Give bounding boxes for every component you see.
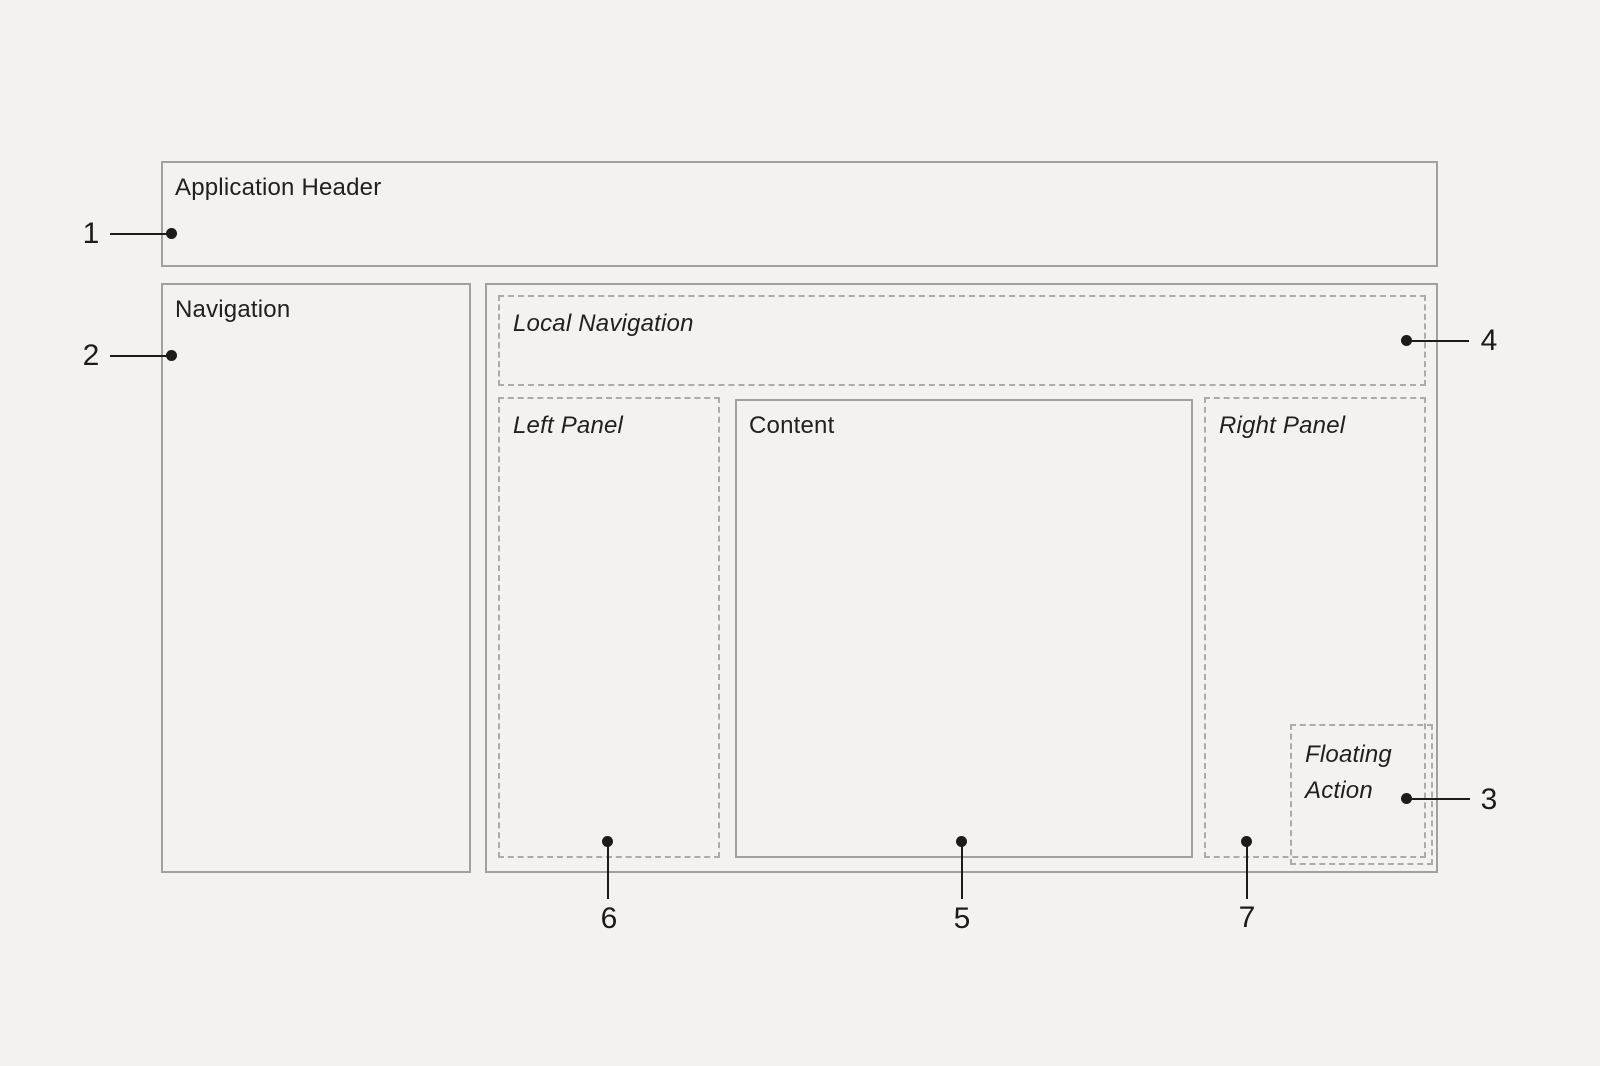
callout-5-line: [961, 842, 963, 899]
callout-2-number: 2: [82, 339, 100, 372]
callout-5-number: 5: [953, 902, 971, 935]
floating-action-label: Floating Action: [1305, 741, 1392, 804]
application-header-label: Application Header: [175, 174, 382, 201]
callout-1-line: [110, 233, 173, 235]
callout-6-dot: [602, 836, 613, 847]
callout-7-line: [1246, 842, 1248, 899]
navigation-label: Navigation: [175, 296, 291, 323]
region-content: Content: [735, 399, 1193, 858]
callout-6-line: [607, 842, 609, 899]
callout-1-number: 1: [82, 217, 100, 250]
region-local-navigation: Local Navigation: [498, 295, 1426, 386]
callout-3-line: [1407, 798, 1470, 800]
callout-2-line: [110, 355, 173, 357]
callout-4-line: [1407, 340, 1469, 342]
callout-4-dot: [1401, 335, 1412, 346]
region-floating-action: Floating Action: [1290, 724, 1433, 865]
callout-7-dot: [1241, 836, 1252, 847]
left-panel-label: Left Panel: [513, 412, 624, 439]
callout-7-number: 7: [1238, 901, 1256, 934]
local-navigation-label: Local Navigation: [513, 310, 694, 337]
callout-1-dot: [166, 228, 177, 239]
region-application-header: Application Header: [161, 161, 1438, 267]
callout-5-dot: [956, 836, 967, 847]
region-right-panel: Right Panel: [1204, 397, 1426, 858]
callout-6-number: 6: [600, 902, 618, 935]
callout-2-dot: [166, 350, 177, 361]
right-panel-label: Right Panel: [1219, 412, 1346, 439]
callout-3-dot: [1401, 793, 1412, 804]
callout-3-number: 3: [1480, 783, 1498, 816]
region-left-panel: Left Panel: [498, 397, 720, 858]
content-label: Content: [749, 412, 835, 439]
region-navigation: Navigation: [161, 283, 471, 873]
callout-4-number: 4: [1480, 324, 1498, 357]
